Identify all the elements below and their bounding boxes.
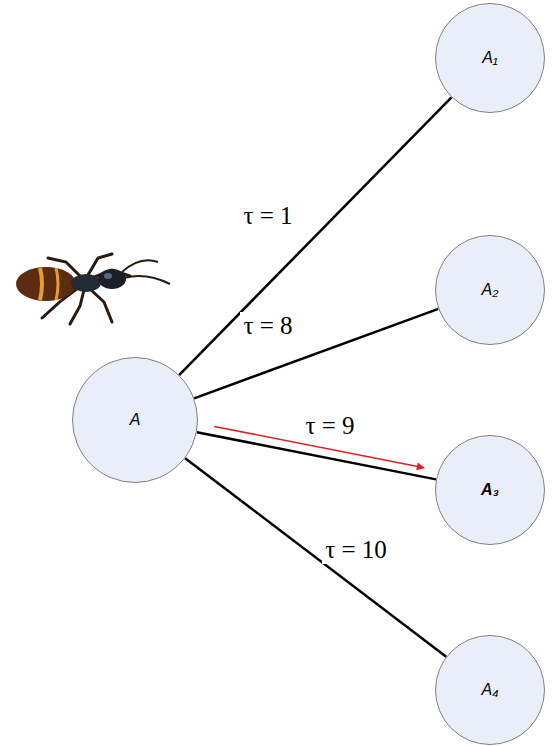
- edge-line: [194, 309, 438, 398]
- ant-figure: [16, 254, 170, 324]
- edge-weight-label: τ = 9: [302, 412, 357, 440]
- ant-head: [98, 269, 126, 289]
- ant-thorax: [71, 274, 101, 292]
- edge-line: [179, 97, 451, 375]
- ant-eye: [104, 273, 112, 279]
- circle-node: A: [72, 357, 198, 483]
- circle-node: A₂: [435, 235, 545, 345]
- ant-leg: [70, 290, 84, 324]
- edge-weight-label: τ = 10: [322, 536, 390, 564]
- edge-weight-label: τ = 8: [240, 312, 295, 340]
- ant-antenna: [122, 260, 158, 272]
- node-label: A₂: [482, 281, 499, 299]
- node-label: A₄: [481, 681, 498, 699]
- ant-abdomen: [16, 267, 76, 301]
- node-label: A: [130, 411, 141, 429]
- edge-line: [185, 458, 446, 657]
- ant-leg: [90, 289, 112, 322]
- circle-node: A₄: [435, 635, 545, 745]
- edge-weight-label: τ = 1: [240, 202, 295, 230]
- ant-stripe: [56, 268, 58, 300]
- ant-stripe: [40, 268, 42, 300]
- ant-antenna: [124, 276, 170, 284]
- circle-node: A₃: [435, 435, 545, 545]
- circle-node: A₁: [435, 3, 545, 113]
- node-label: A₁: [482, 49, 498, 67]
- node-label: A₃: [481, 481, 499, 499]
